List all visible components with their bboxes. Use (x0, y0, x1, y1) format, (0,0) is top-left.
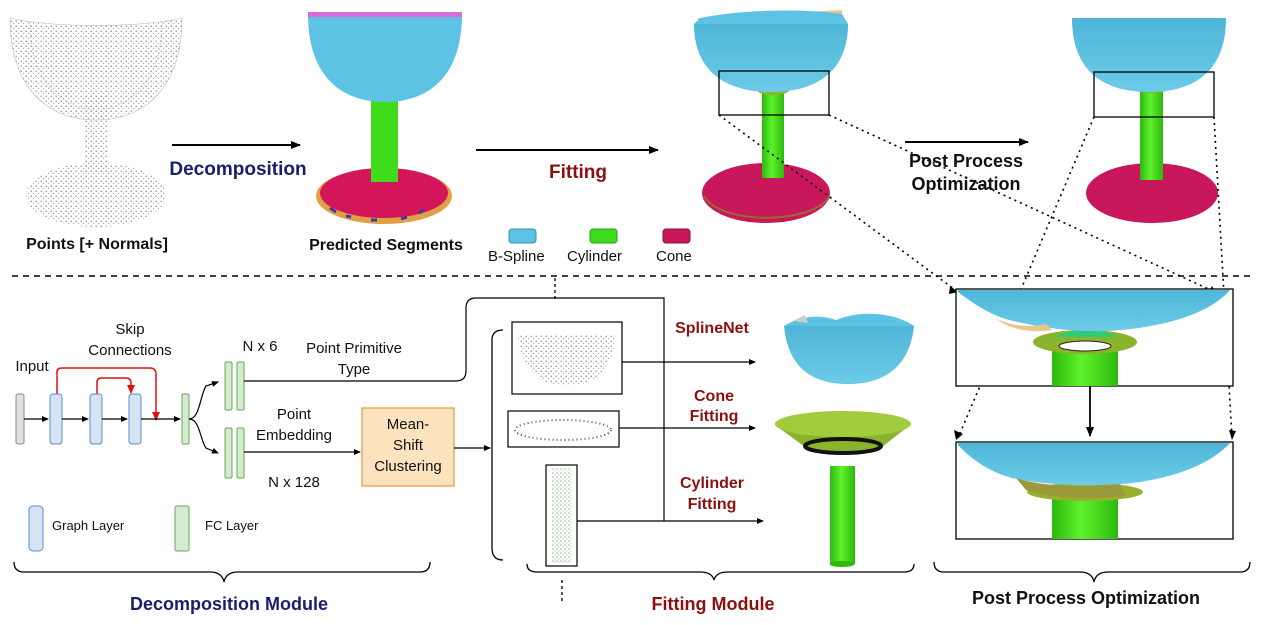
cylinder-fitting-label-1: Cylinder (680, 475, 744, 492)
mean-shift-label-3: Clustering (374, 458, 442, 475)
post-process-title: Post Process Optimization (972, 588, 1200, 608)
zoom-after-render (958, 443, 1230, 539)
legend-graph-layer-label: Graph Layer (52, 518, 125, 533)
ppt-label-1: Point Primitive (306, 340, 402, 357)
legend-bspline-swatch (508, 228, 537, 244)
mean-shift-box (361, 407, 455, 487)
fitting-bracket (491, 329, 504, 561)
fitting-module-title: Fitting Module (652, 594, 775, 614)
type-route-line (244, 297, 555, 382)
fc-layer-type-1 (224, 361, 233, 411)
mean-shift-label-2: Shift (393, 437, 424, 454)
zoom-connector-lines (718, 114, 1233, 439)
branch-arrow-up (188, 381, 219, 420)
optimized-zoom-box (1093, 71, 1215, 118)
skip-connection-inner (96, 377, 135, 394)
cone-fitting-label-2: Fitting (690, 408, 739, 425)
mean-shift-label-1: Mean- (387, 416, 430, 433)
fitted-zoom-box (718, 70, 830, 116)
fitting-label: Fitting (549, 162, 607, 183)
fc-layer-embed-1 (224, 427, 233, 479)
legend-fc-layer-label: FC Layer (205, 518, 259, 533)
legend-cylinder-swatch (589, 228, 618, 244)
primitive-legend: B-Spline Cylinder Cone (488, 228, 692, 265)
zoom-arrowhead-4 (1229, 430, 1236, 440)
legend-bspline-label: B-Spline (488, 248, 545, 265)
branch-arrow-down (188, 418, 219, 454)
cone-fitting-label-1: Cone (694, 388, 734, 405)
fc-layer-shared (181, 393, 190, 445)
cylinder-point-cloud (552, 468, 572, 563)
decomposition-module-title: Decomposition Module (130, 594, 328, 614)
post-process-label-1: Post Process (909, 151, 1023, 171)
n6-label: N x 6 (242, 338, 277, 355)
skip-label-2: Connections (88, 342, 171, 359)
predicted-segments-goblet (308, 12, 462, 224)
input-label: Input (15, 358, 49, 375)
predicted-segments-label: Predicted Segments (309, 237, 463, 254)
legend-graph-layer-swatch (28, 505, 44, 552)
points-label: Points [+ Normals] (26, 236, 168, 253)
fitting-brace (526, 563, 915, 581)
type-distribution-line (555, 297, 665, 521)
ppt-label-2: Type (338, 361, 371, 378)
legend-cylinder-label: Cylinder (567, 248, 622, 265)
cone-points-box (507, 410, 620, 448)
legend-cone-label: Cone (656, 248, 692, 265)
optimized-goblet (1072, 18, 1226, 223)
graph-layer-1 (49, 393, 63, 445)
graph-layer-3 (128, 393, 142, 445)
pe-label-1: Point (277, 406, 312, 423)
fitted-cylinder (829, 466, 855, 567)
graph-layer-2 (89, 393, 103, 445)
decomposition-label: Decomposition (169, 159, 306, 180)
splinenet-label: SplineNet (675, 320, 749, 337)
cone-point-cloud (514, 419, 612, 441)
n128-label: N x 128 (268, 474, 320, 491)
legend-fc-layer-swatch (174, 505, 190, 552)
decomposition-brace (13, 561, 431, 583)
fitted-bspline-bowl (784, 313, 914, 384)
fitted-cone-ring (775, 411, 911, 455)
zoom-before-render (958, 290, 1230, 386)
input-layer (15, 393, 25, 445)
post-process-label-2: Optimization (912, 174, 1021, 194)
fc-layer-type-2 (236, 361, 245, 411)
fitted-goblet (694, 10, 848, 223)
cylinder-fitting-label-2: Fitting (688, 496, 737, 513)
bspline-point-cloud (518, 334, 616, 386)
post-process-brace (933, 561, 1251, 583)
fc-layer-embed-2 (236, 427, 245, 479)
skip-connection-outer (56, 367, 160, 421)
pe-label-2: Embedding (256, 427, 332, 444)
skip-label-1: Skip (115, 321, 144, 338)
point-cloud-goblet (9, 17, 183, 227)
legend-cone-swatch (662, 228, 691, 244)
zoom-arrowhead-3 (954, 430, 963, 440)
